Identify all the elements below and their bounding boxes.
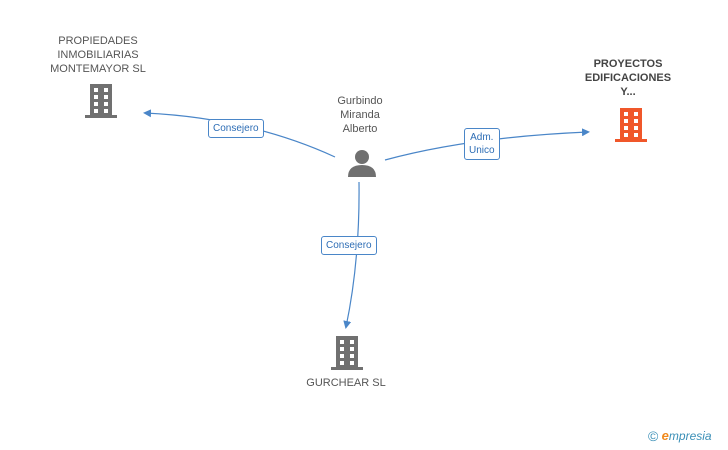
edge-label-to-top-left[interactable]: Consejero [208,119,264,138]
person-label[interactable]: Gurbindo Miranda Alberto [318,94,402,136]
building-icon[interactable] [85,84,117,118]
building-icon[interactable] [615,108,647,142]
person-icon[interactable] [347,148,377,178]
edge-label-line: Consejero [326,240,372,251]
company-label-line: PROYECTOS [593,58,663,70]
brand-logo-initial: e [661,428,669,443]
company-label-line: Y... [620,86,636,98]
company-label-line: GURCHEAR SL [306,377,386,389]
person-label-line: Gurbindo [337,95,383,107]
person-label-line: Alberto [342,123,378,135]
edge-to-bottom [343,181,360,329]
edge-label-to-top-right[interactable]: Adm. Unico [464,128,500,160]
brand-logo-text: mpresia [668,429,712,443]
edge-label-line: Unico [469,145,495,156]
edge-label-line: Adm. [470,132,494,143]
person-label-line: Miranda [340,109,380,121]
company-label-line: EDIFICACIONES [584,72,672,84]
brand-footer[interactable]: © empresia [648,428,728,448]
company-bottom-label[interactable]: GURCHEAR SL [286,376,406,390]
company-label-line: INMOBILIARIAS [57,49,139,61]
company-top-right-label[interactable]: PROYECTOS EDIFICACIONES Y... [568,57,688,99]
edge-label-line: Consejero [213,123,259,134]
building-icon[interactable] [331,336,363,370]
company-label-line: MONTEMAYOR SL [50,63,146,75]
company-label-line: PROPIEDADES [58,35,138,47]
copyright-symbol: © [648,428,659,444]
company-top-left-label[interactable]: PROPIEDADES INMOBILIARIAS MONTEMAYOR SL [38,34,158,76]
edge-label-to-bottom[interactable]: Consejero [321,236,377,255]
